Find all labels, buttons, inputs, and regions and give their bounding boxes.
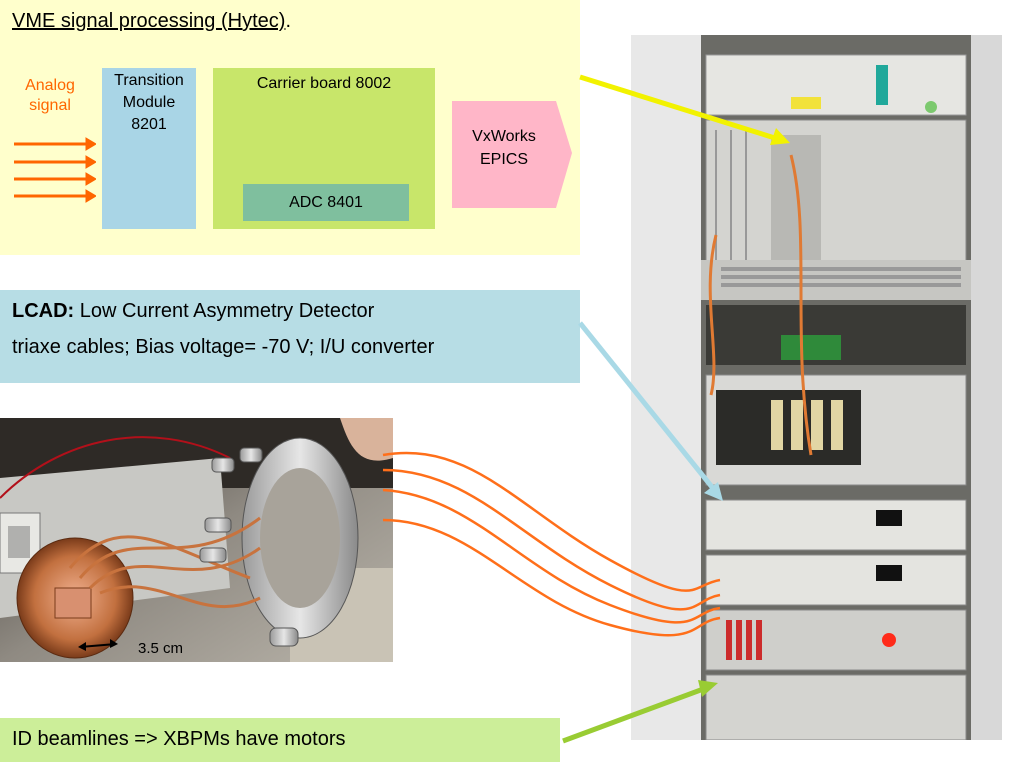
- cable-4: [382, 518, 721, 637]
- analog-label-line1: Analog: [25, 77, 75, 94]
- cable-1: [382, 451, 721, 592]
- cable-3: [382, 488, 721, 624]
- lcad-details: triaxe cables; Bias voltage= -70 V; I/U …: [12, 336, 435, 358]
- id-beamlines-text: ID beamlines => XBPMs have motors: [12, 728, 346, 750]
- carrier-board-box: Carrier board 8002 ADC 8401: [213, 68, 435, 229]
- id-beamlines-panel: ID beamlines => XBPMs have motors: [0, 718, 560, 762]
- vme-title-text: VME signal processing (Hytec): [12, 10, 286, 32]
- transition-line2: Module: [122, 94, 176, 111]
- input-arrow-head-3: [85, 172, 96, 186]
- lcad-detector-photo: [0, 418, 393, 662]
- vme-title: VME signal processing (Hytec).: [12, 10, 291, 33]
- carrier-board-label: Carrier board 8002: [256, 75, 392, 92]
- vxworks-line1: VxWorks: [472, 128, 536, 145]
- signal-cables: [382, 451, 721, 637]
- input-arrow-head-1: [85, 137, 96, 151]
- vme-panel: VME signal processing (Hytec). Analog si…: [0, 0, 580, 255]
- cable-2: [382, 468, 721, 611]
- scale-label: 3.5 cm: [138, 640, 184, 657]
- rack-photo: [631, 35, 1002, 740]
- vme-pointer-arrow: [579, 74, 790, 145]
- id-pointer-arrow: [562, 680, 718, 744]
- transition-line1: Transition: [114, 72, 184, 89]
- vxworks-arrow-shape: [452, 101, 572, 208]
- lcad-heading: LCAD: Low Current Asymmetry Detector: [12, 300, 374, 323]
- analog-signal-label: Analog signal: [14, 76, 86, 116]
- vme-title-period: .: [285, 10, 291, 32]
- transition-line3: 8201: [131, 116, 167, 133]
- vxworks-line2: EPICS: [479, 151, 528, 168]
- vxworks-epics-label: VxWorks EPICS: [452, 125, 556, 171]
- lcad-pointer-arrow: [578, 321, 723, 501]
- analog-label-line2: signal: [29, 97, 71, 114]
- adc-box: ADC 8401: [243, 184, 409, 221]
- lcad-bold-label: LCAD:: [12, 300, 75, 322]
- input-arrow-head-2: [85, 155, 96, 169]
- lcad-panel: LCAD: Low Current Asymmetry Detector tri…: [0, 290, 580, 383]
- transition-module-box: Transition Module 8201: [102, 68, 196, 229]
- analog-input-arrows: [14, 137, 96, 203]
- input-arrow-head-4: [85, 189, 96, 203]
- lcad-description: Low Current Asymmetry Detector: [74, 300, 375, 322]
